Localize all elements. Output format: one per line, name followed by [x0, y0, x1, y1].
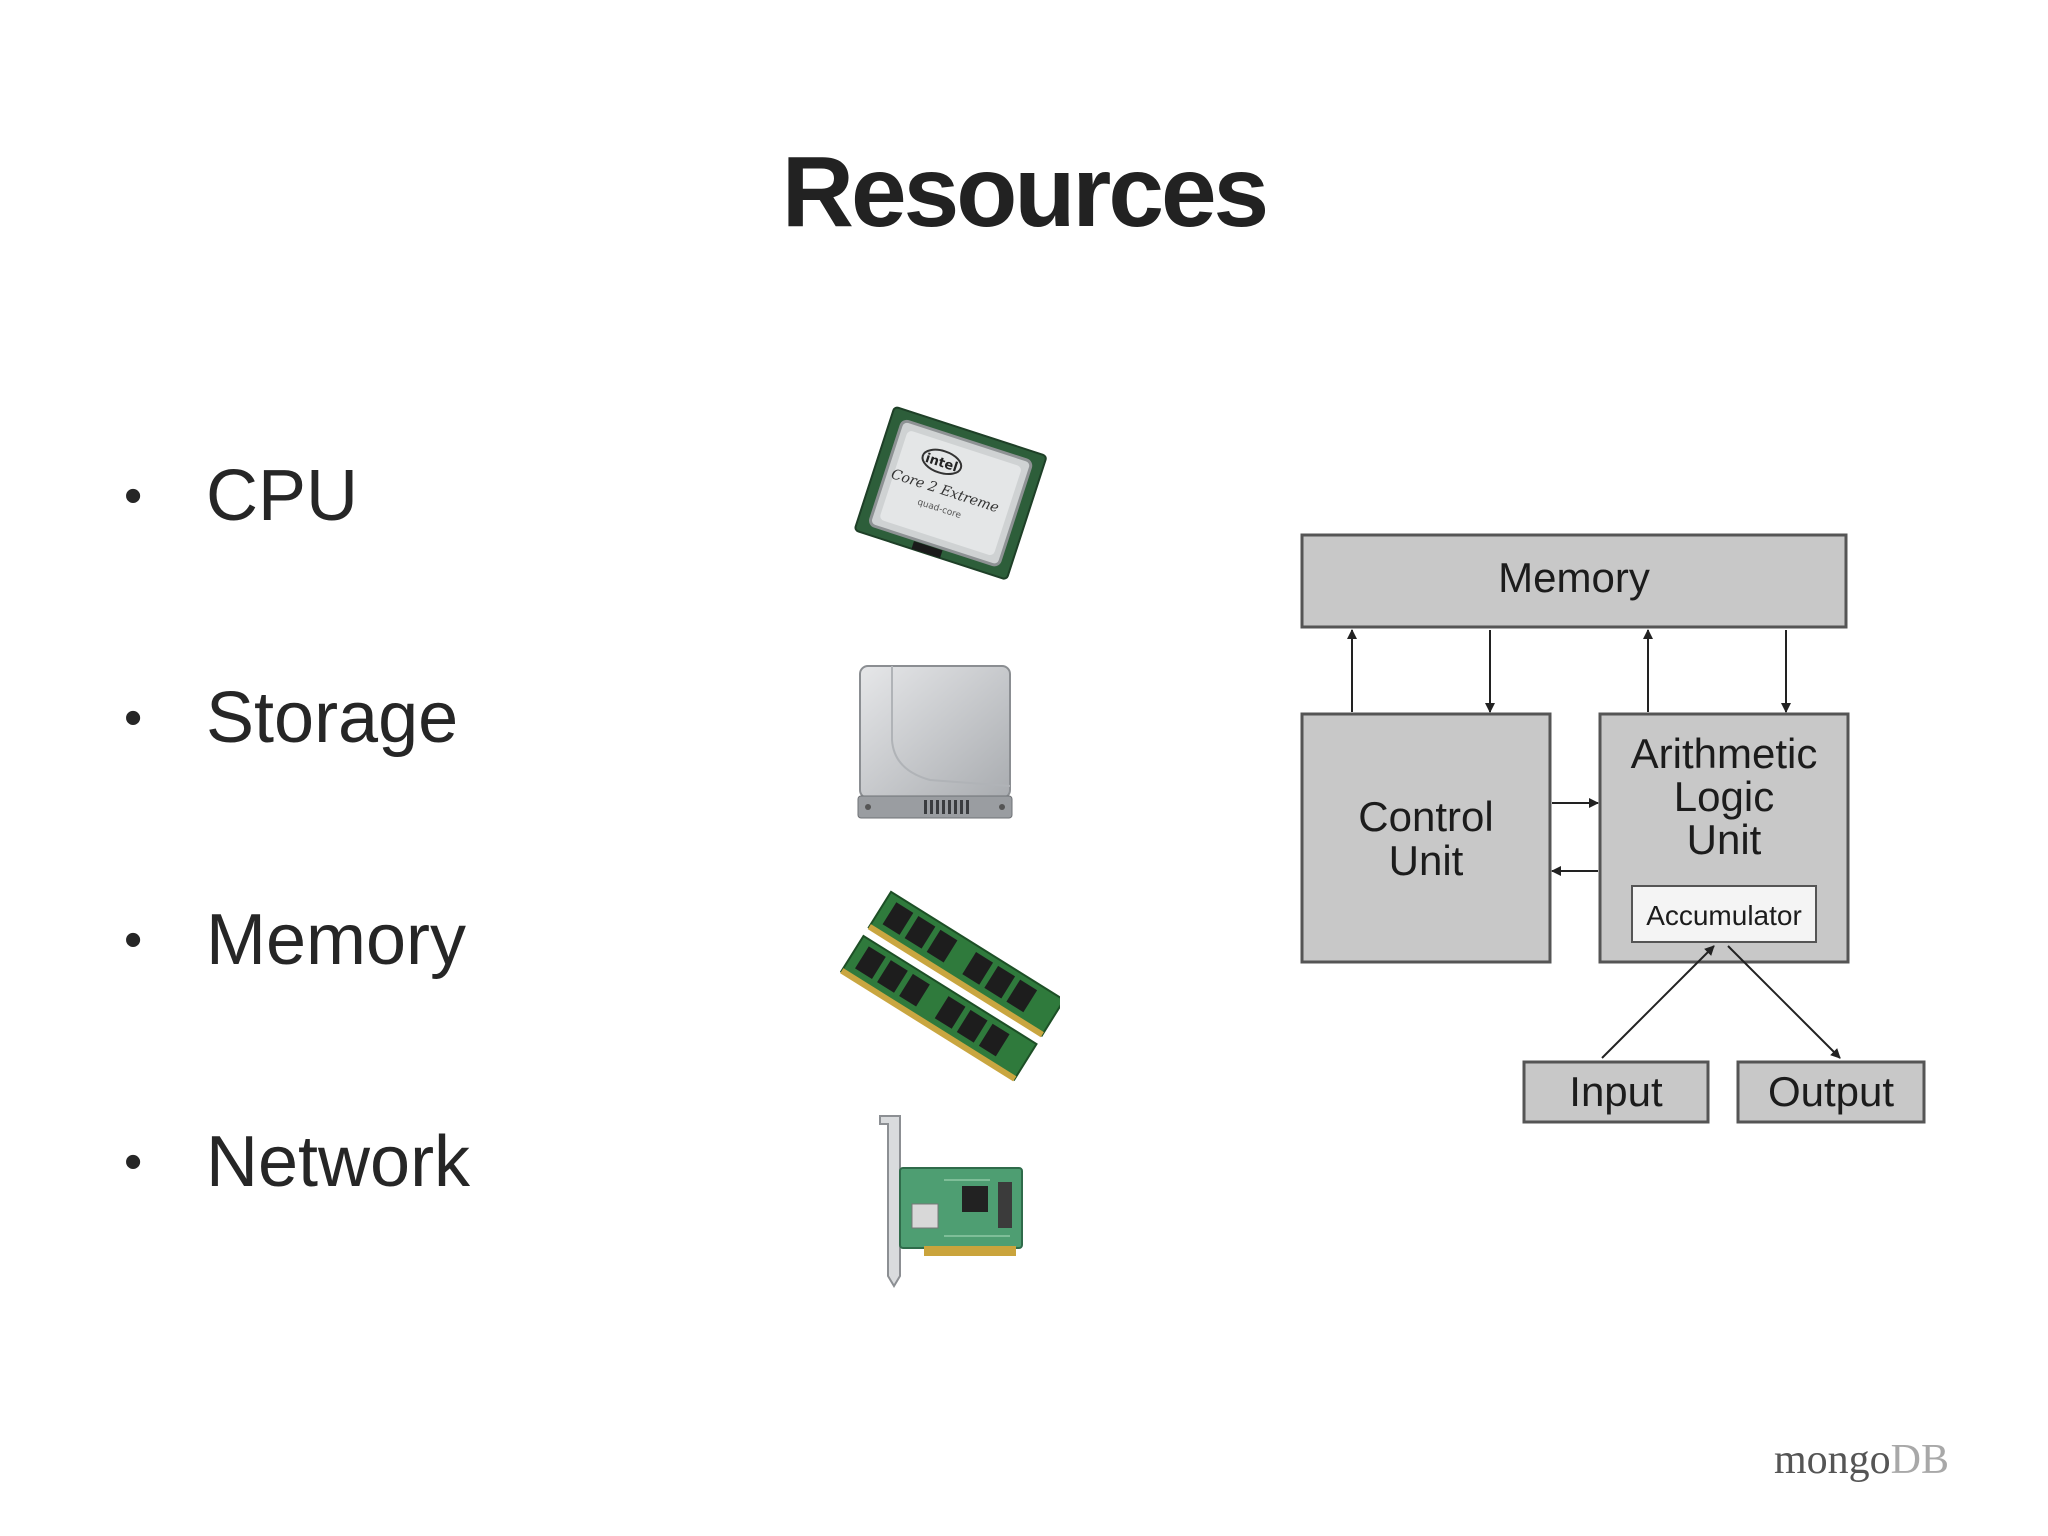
diagram-arrows	[1347, 629, 1841, 1059]
mongodb-logo: mongoDB	[1774, 1436, 1949, 1484]
control-unit-label-line1: Control	[1358, 793, 1493, 840]
memory-label: Memory	[1498, 554, 1650, 601]
alu-label-line3: Unit	[1687, 816, 1762, 863]
bullet-dot: •	[124, 689, 143, 747]
network-card-icon	[879, 1115, 1023, 1288]
input-box: Input	[1522, 1060, 1710, 1124]
arrow-input-to-accumulator	[1601, 945, 1715, 1059]
control-unit-label-line2: Unit	[1389, 837, 1464, 884]
control-unit-box: Control Unit	[1300, 712, 1552, 964]
bullet-dot: •	[124, 467, 143, 525]
architecture-diagram: Memory Control Unit Arithmetic Logic Uni…	[1300, 533, 1926, 1124]
logo-db-text: DB	[1890, 1437, 1950, 1483]
bullet-item-network: • Network	[124, 1121, 470, 1203]
bullet-label: CPU	[206, 456, 359, 536]
arrow-accumulator-to-output	[1727, 945, 1841, 1059]
alu-label-line2: Logic	[1674, 773, 1774, 820]
bullet-dot: •	[124, 1133, 143, 1191]
alu-label-line1: Arithmetic	[1631, 730, 1818, 777]
bullet-label: Memory	[206, 900, 467, 980]
cpu-chip-icon: intel Core 2 Extreme quad-core	[854, 406, 1047, 580]
output-label: Output	[1768, 1068, 1894, 1115]
bullet-item-memory: • Memory	[124, 899, 466, 981]
bullet-label: Network	[206, 1122, 471, 1202]
bullet-item-cpu: • CPU	[124, 455, 358, 537]
slide-title: Resources	[781, 136, 1269, 248]
bullet-item-storage: • Storage	[124, 677, 458, 759]
bullet-label: Storage	[206, 678, 459, 758]
accumulator-label: Accumulator	[1646, 900, 1802, 931]
output-box: Output	[1736, 1060, 1926, 1124]
hard-drive-icon	[857, 665, 1013, 819]
bullet-dot: •	[124, 911, 143, 969]
bullet-list: • CPU • Storage • Memory • Network	[0, 0, 700, 1400]
input-label: Input	[1569, 1068, 1663, 1115]
ram-module-icon	[840, 890, 1060, 1082]
alu-box: Arithmetic Logic Unit Accumulator	[1598, 712, 1850, 964]
memory-box: Memory	[1300, 533, 1848, 629]
logo-mongo-text: mongo	[1774, 1437, 1891, 1483]
